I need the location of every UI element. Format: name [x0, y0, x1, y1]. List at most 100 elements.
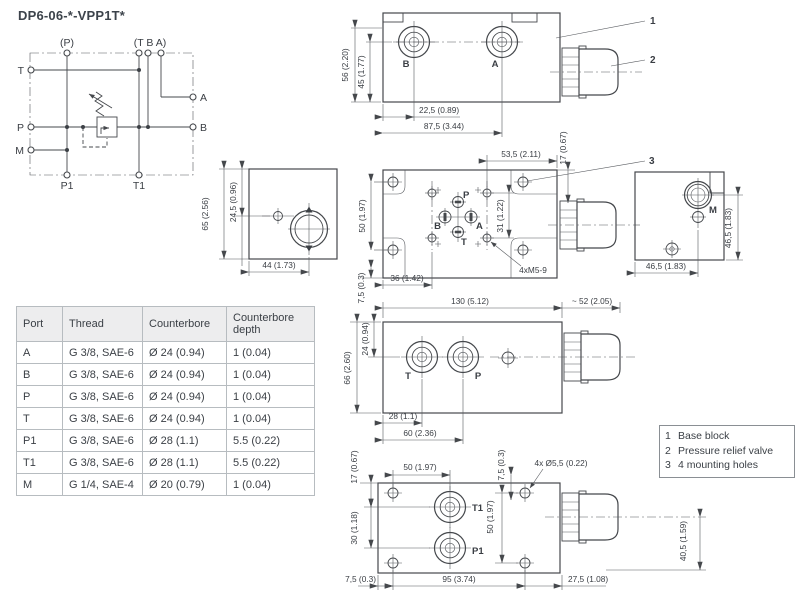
schematic-label-tba-top: (T B A) — [134, 37, 166, 49]
mounting-hole — [513, 172, 533, 192]
ports-table: Port Thread Counterbore Counterbore dept… — [16, 306, 315, 496]
port-b-top — [392, 20, 436, 64]
right-end-view-drawing: M 46,5 (1.83) 46,5 (1.83) — [626, 171, 743, 277]
cell-counterbore: Ø 28 (1.1) — [142, 429, 227, 452]
hydraulic-schematic: (P) (T B A) T P M A B P1 T1 — [15, 37, 207, 192]
cell-thread: G 3/8, SAE-6 — [62, 407, 143, 430]
dim-top-height: 56 (2.20) — [340, 48, 350, 81]
mounting-hole — [513, 240, 533, 260]
legend-item-number: 3 — [665, 459, 671, 471]
dim-bottom-edge-left: 7,5 (0.3) — [345, 574, 376, 584]
dim-left-height: 65 (2.56) — [200, 197, 210, 230]
note-m5-thread: 4xM5-9 — [519, 265, 547, 275]
dim-mounting-top: 53,5 (2.11) — [501, 149, 541, 159]
dim-front-port-v: 24 (0.94) — [360, 322, 370, 355]
through-hole — [383, 553, 403, 573]
screw-hole-m5 — [424, 230, 440, 246]
port-t1-bottom — [428, 485, 472, 529]
bottom-view-drawing: T1 P1 17 (0.67) 30 (1.18) 50 (1.97) 7,5 … — [345, 449, 706, 590]
dim-bottom-right: 27,5 (1.08) — [568, 574, 608, 584]
cell-thread: G 3/8, SAE-6 — [62, 341, 143, 364]
pilot-line — [82, 127, 108, 148]
legend-item-label: Base block — [678, 430, 730, 442]
col-header-thread: Thread — [62, 306, 143, 342]
schematic-label-m: M — [15, 145, 24, 157]
cell-depth: 1 (0.04) — [226, 473, 315, 496]
legend-item: 2 Pressure relief valve — [665, 444, 789, 459]
schematic-label-a: A — [200, 92, 207, 104]
through-hole — [515, 553, 535, 573]
mounting-label-a: A — [476, 221, 483, 232]
callout-2: 2 — [650, 55, 656, 66]
schematic-label-t1: T1 — [133, 180, 145, 192]
bottom-label-t1: T1 — [472, 503, 484, 514]
table-row: T1 G 3/8, SAE-6 Ø 28 (1.1) 5.5 (0.22) — [16, 451, 315, 474]
small-hole — [692, 211, 704, 223]
note-mounting-holes-dia: 4x Ø5,5 (0.22) — [534, 458, 587, 468]
top-view-drawing: B A 1 2 56 (2.20) 45 (1.77) 22,5 (0.89) … — [340, 12, 656, 137]
dim-front-t-offset: 28 (1.1) — [389, 411, 418, 421]
dim-right-width: 46,5 (1.83) — [646, 261, 686, 271]
spring-icon — [94, 91, 105, 117]
table-row: M G 1/4, SAE-4 Ø 20 (0.79) 1 (0.04) — [16, 473, 315, 496]
schematic-label-t: T — [18, 65, 25, 77]
cell-depth: 5.5 (0.22) — [226, 429, 315, 452]
cell-depth: 1 (0.04) — [226, 341, 315, 364]
dim-top-port-height: 45 (1.77) — [356, 55, 366, 88]
cell-depth: 1 (0.04) — [226, 363, 315, 386]
cell-counterbore: Ø 24 (0.94) — [142, 385, 227, 408]
schematic-label-p1: P1 — [61, 180, 74, 192]
table-row: P1 G 3/8, SAE-6 Ø 28 (1.1) 5.5 (0.22) — [16, 429, 315, 452]
screw-hole-m5 — [479, 185, 495, 201]
m-port — [683, 180, 713, 210]
cell-port: B — [16, 363, 63, 386]
dim-bottom-hole-edge: 7,5 (0.3) — [496, 449, 506, 480]
legend-item: 3 4 mounting holes — [665, 458, 789, 473]
adjustment-arrow-icon — [88, 93, 113, 109]
through-hole — [515, 483, 535, 503]
valve-interface-ports — [435, 187, 481, 247]
dim-bottom-top-edge: 17 (0.67) — [349, 450, 359, 483]
dim-mounting-ports-v: 31 (1.22) — [495, 199, 505, 232]
cell-counterbore: Ø 24 (0.94) — [142, 407, 227, 430]
cell-counterbore: Ø 20 (0.79) — [142, 473, 227, 496]
cell-thread: G 3/8, SAE-6 — [62, 385, 143, 408]
mounting-view-drawing: P B A T 3 4xM5-9 53,5 (2.11) 17 (0.67) 5… — [356, 131, 655, 303]
top-view-label-b: B — [403, 59, 410, 70]
legend-box: 1 Base block 2 Pressure relief valve 3 4… — [659, 425, 795, 478]
cell-depth: 5.5 (0.22) — [226, 451, 315, 474]
dim-front-length: 130 (5.12) — [451, 296, 489, 306]
table-header-row: Port Thread Counterbore Counterbore dept… — [16, 306, 315, 342]
legend-item-label: Pressure relief valve — [678, 444, 774, 457]
front-view-drawing: T P 130 (5.12) ~ 52 (2.05) 66 (2.60) 24 … — [342, 296, 636, 444]
col-header-counterbore: Counterbore — [142, 306, 227, 342]
cell-port: T — [16, 407, 63, 430]
dim-front-knob: ~ 52 (2.05) — [572, 296, 613, 306]
screw-hole-m5 — [424, 185, 440, 201]
gauge-port-hole — [273, 211, 283, 221]
dim-bottom-top-span: 50 (1.97) — [403, 462, 436, 472]
dim-mounting-knob: 17 (0.67) — [558, 131, 568, 164]
cell-port: M — [16, 473, 63, 496]
dim-front-height: 66 (2.60) — [342, 351, 352, 384]
callout-1: 1 — [650, 16, 656, 27]
table-row: A G 3/8, SAE-6 Ø 24 (0.94) 1 (0.04) — [16, 341, 315, 364]
cell-thread: G 3/8, SAE-6 — [62, 363, 143, 386]
mounting-label-t: T — [461, 237, 467, 248]
cell-counterbore: Ø 24 (0.94) — [142, 363, 227, 386]
dim-mounting-holes-v: 50 (1.97) — [357, 199, 367, 232]
table-row: T G 3/8, SAE-6 Ø 24 (0.94) 1 (0.04) — [16, 407, 315, 430]
legend-item: 1 Base block — [665, 429, 789, 444]
dim-top-port-offset: 22,5 (0.89) — [419, 105, 459, 115]
table-row: P G 3/8, SAE-6 Ø 24 (0.94) 1 (0.04) — [16, 385, 315, 408]
dim-bottom-knob-axis: 40,5 (1.59) — [678, 521, 688, 561]
right-end-label-m: M — [709, 205, 717, 216]
legend-item-number: 1 — [665, 430, 671, 442]
schematic-label-b: B — [200, 122, 207, 134]
mounting-label-b: B — [434, 221, 441, 232]
dim-top-port-span: 87,5 (3.44) — [424, 121, 464, 131]
front-label-t: T — [405, 371, 411, 382]
cell-depth: 1 (0.04) — [226, 385, 315, 408]
legend-item-label: 4 mounting holes — [678, 459, 758, 471]
